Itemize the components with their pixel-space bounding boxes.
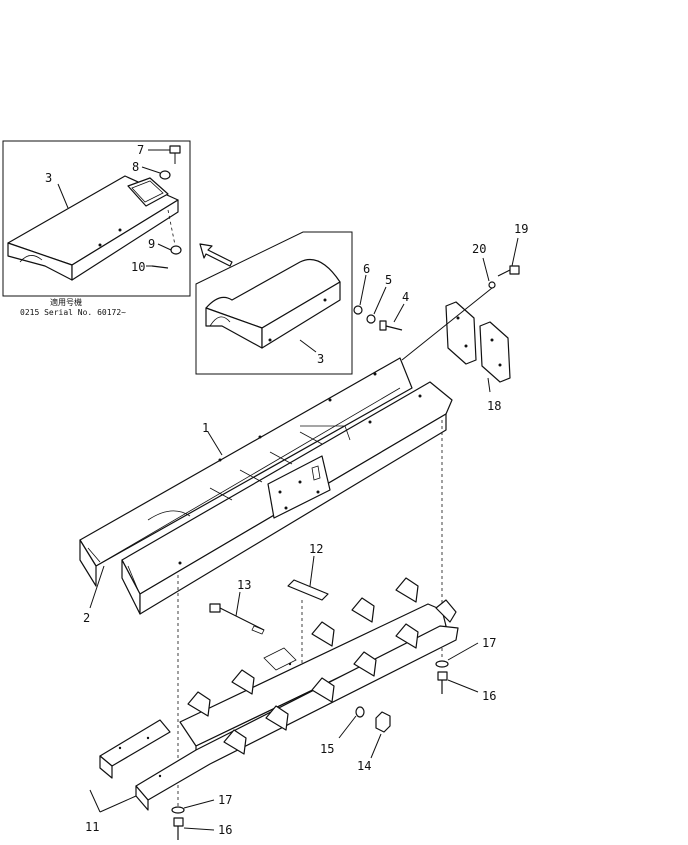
label-part-19: 19 [514,222,528,236]
inset-washer-part-8 [159,170,171,180]
label-part-12: 12 [309,542,323,556]
label-part-9: 9 [148,237,155,251]
washer-part-20 [488,281,496,289]
guard-plate-b [479,321,511,383]
label-part-4: 4 [402,290,409,304]
washer-part-5 [366,314,376,324]
standard-cover-box: 3 [195,231,353,375]
bolt-part-4 [379,320,403,331]
washer-part-17-bottom [171,806,185,814]
inset-bolt-part-7 [169,145,181,164]
label-part-2: 2 [83,611,90,625]
track-frame-part-1: 1 2 [79,357,453,625]
right-fasteners: 17 16 [435,636,496,703]
serial-applicability-note: 適用号機 [50,297,82,307]
label-part-17-bottom: 17 [218,793,232,807]
cover-fasteners: 6 5 4 [353,262,409,331]
label-part-16-bottom: 16 [218,823,232,837]
label-part-13: 13 [237,578,251,592]
label-part-7: 7 [137,143,144,157]
direction-arrow [199,243,233,267]
serial-inset-box: 7 8 3 9 10 適用号機 0215 Serial No. 60172~ [2,140,191,317]
bolt-part-16-bottom [173,817,184,827]
label-part-11: 11 [85,820,99,834]
label-part-10: 10 [131,260,145,274]
bottom-fasteners: 17 16 [171,793,232,840]
nut-part-14 [375,711,391,733]
pin-part-12: 12 [287,542,329,601]
label-part-15: 15 [320,742,334,756]
label-part-18: 18 [487,399,501,413]
inset-nut-part-9 [170,245,182,255]
cover-part-3 [205,258,341,349]
guard-assembly: 19 20 18 [401,222,528,413]
bolt-part-13: 13 [209,578,265,635]
bolt-part-19 [497,265,520,277]
label-part-16-right: 16 [482,689,496,703]
bolt-part-16-right [437,671,448,681]
label-part-17-right: 17 [482,636,496,650]
label-part-3: 3 [317,352,324,366]
inset-cover-part-3 [7,175,179,281]
label-part-5: 5 [385,273,392,287]
label-part-8: 8 [132,160,139,174]
track-guard-part-11: 11 [85,577,459,834]
label-part-3-inset: 3 [45,171,52,185]
inset-pin-part-10 [151,265,169,269]
label-part-6: 6 [363,262,370,276]
washer-part-17-right [435,660,449,668]
label-part-20: 20 [472,242,486,256]
guard-plate-a [445,301,477,365]
washer-part-15 [355,706,365,718]
serial-number-note: 0215 Serial No. 60172~ [20,308,126,317]
label-part-14: 14 [357,759,371,773]
label-part-1: 1 [202,421,209,435]
washer-part-6 [353,305,363,315]
